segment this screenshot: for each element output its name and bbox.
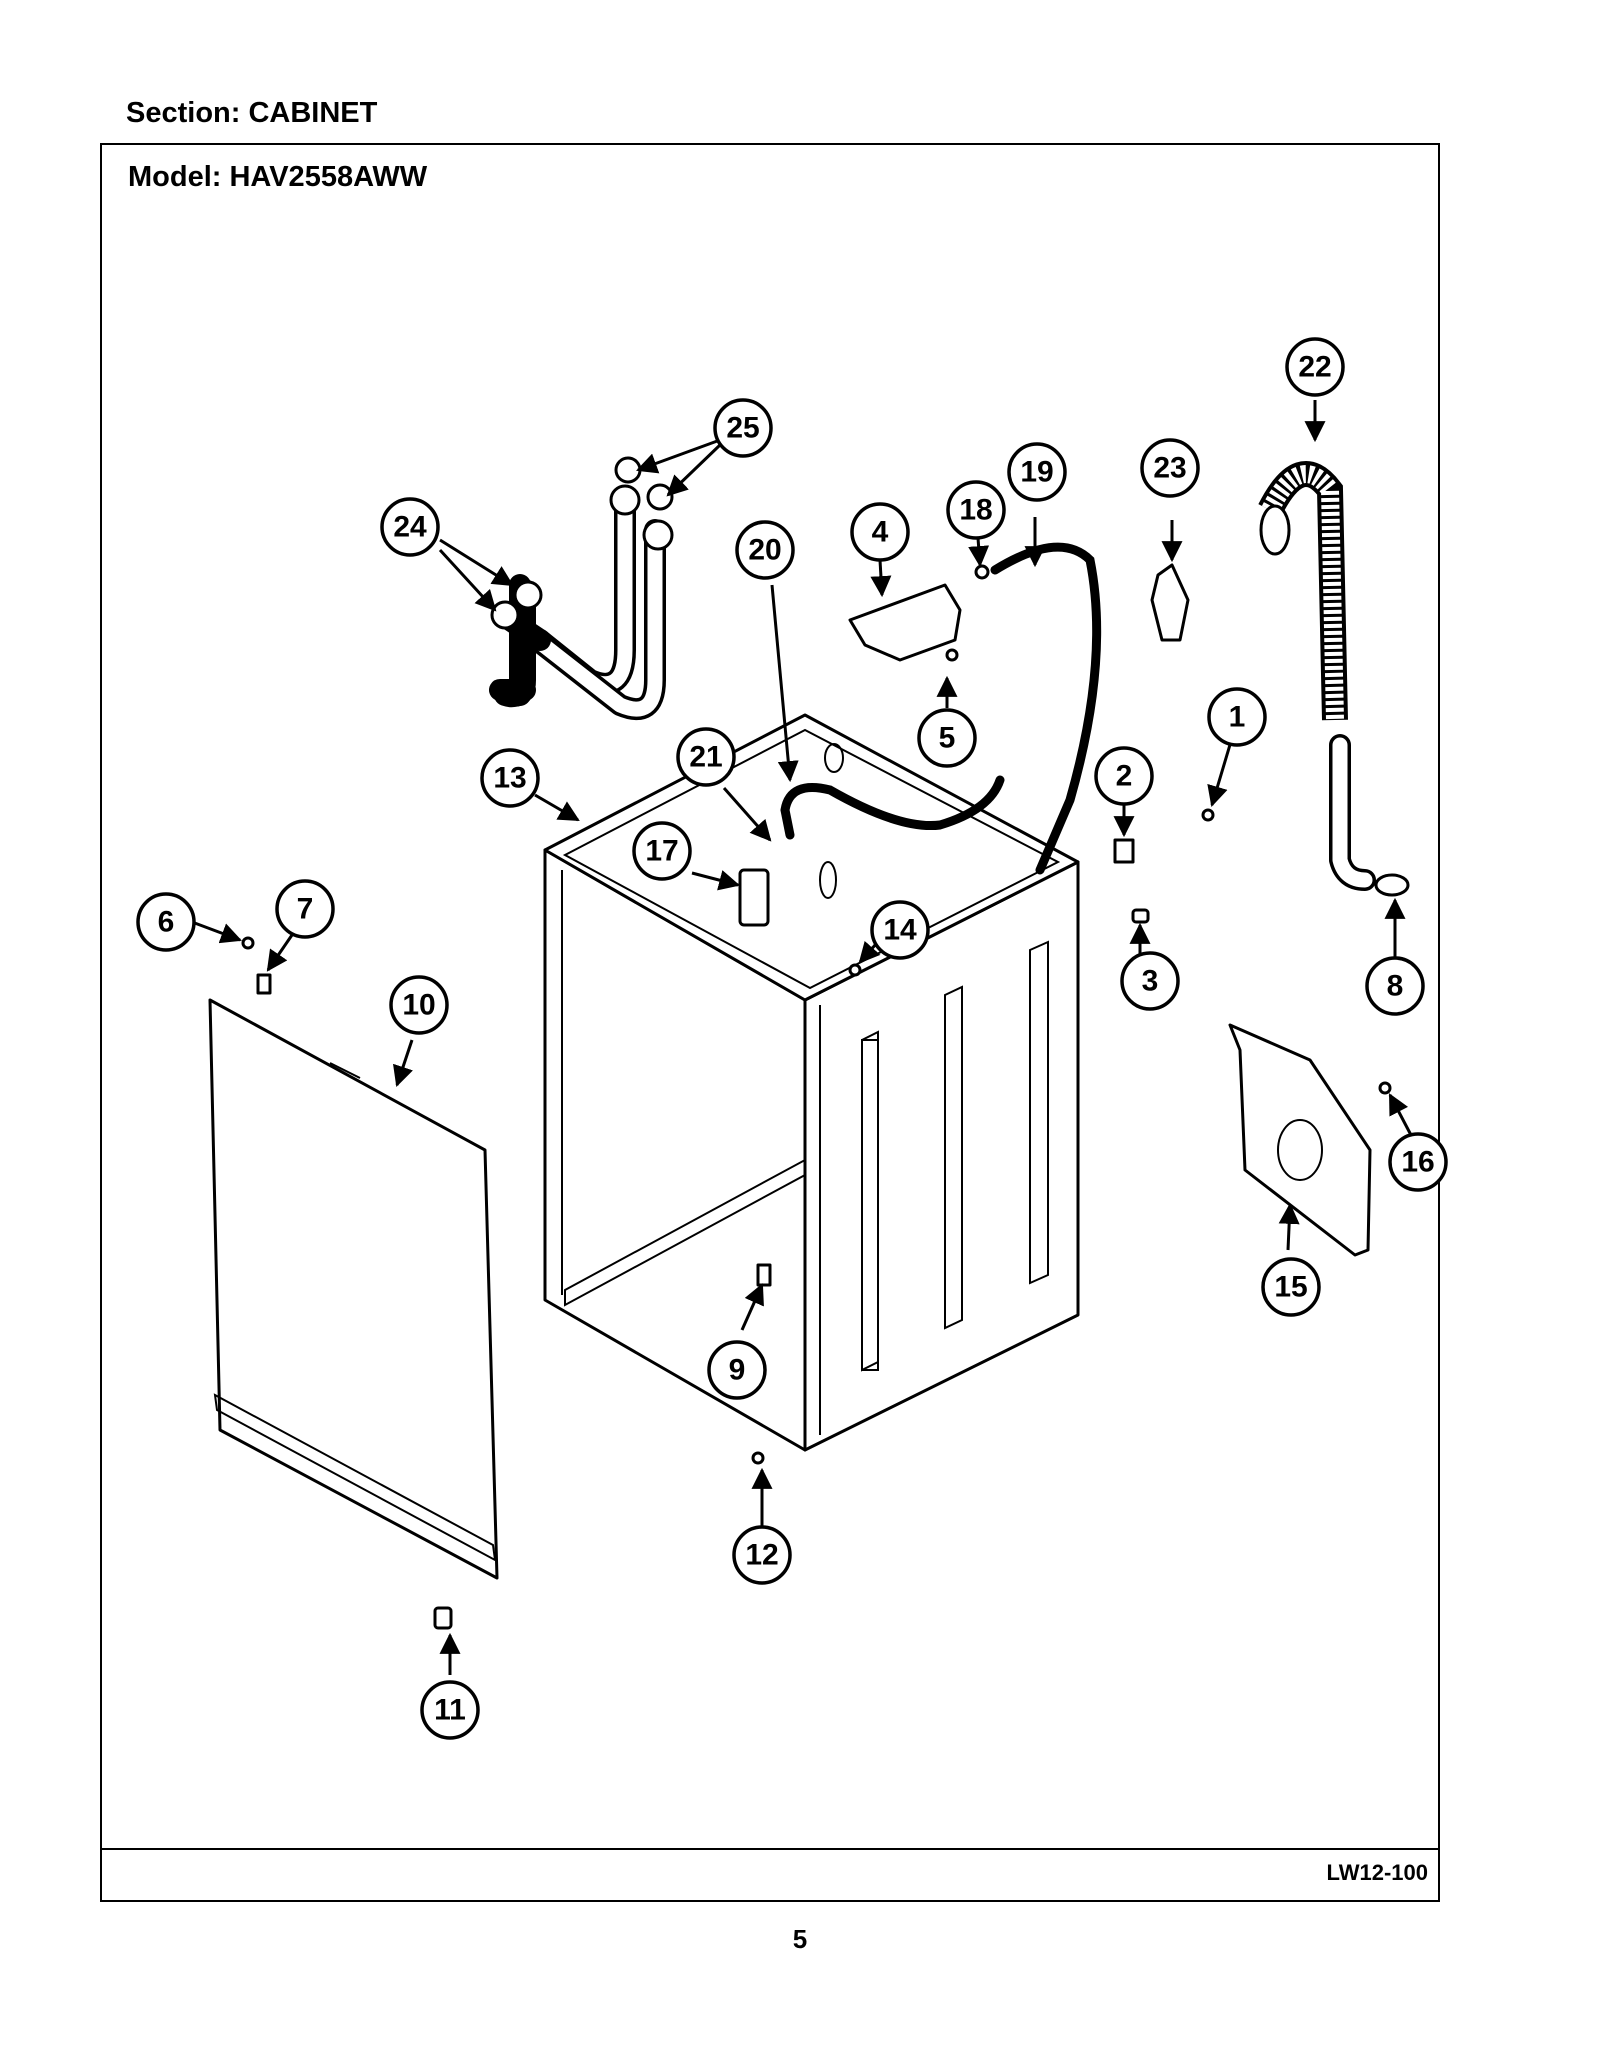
callout-6: 6 [136, 892, 196, 952]
callout-11: 11 [420, 1680, 480, 1740]
callout-5: 5 [917, 708, 977, 768]
svg-text:4: 4 [872, 516, 889, 549]
callout-8: 8 [1365, 956, 1425, 1016]
svg-text:17: 17 [645, 835, 678, 868]
model-title: Model: HAV2558AWW [128, 161, 428, 193]
svg-text:2: 2 [1116, 760, 1133, 793]
fill-hoses [489, 456, 674, 720]
svg-text:12: 12 [745, 1539, 778, 1572]
svg-text:24: 24 [393, 511, 427, 544]
svg-text:11: 11 [434, 1694, 466, 1727]
footer-divider [102, 1848, 1438, 1850]
leader-arrows [191, 400, 1414, 1675]
callout-3: 3 [1120, 951, 1180, 1011]
svg-text:18: 18 [959, 494, 992, 527]
drain-hose [1258, 461, 1410, 897]
callout-16: 16 [1388, 1132, 1448, 1192]
svg-text:7: 7 [297, 893, 314, 926]
hose-19 [990, 542, 1102, 875]
svg-text:14: 14 [883, 914, 917, 947]
small-parts [241, 563, 1392, 1630]
callout-20: 20 [735, 520, 795, 580]
section-title: Section: CABINET [126, 97, 378, 129]
callout-15: 15 [1261, 1257, 1321, 1317]
svg-text:8: 8 [1387, 970, 1404, 1003]
access-cover-15 [1228, 1023, 1372, 1257]
front-panel [208, 998, 499, 1580]
svg-text:6: 6 [158, 906, 175, 939]
svg-text:9: 9 [729, 1354, 746, 1387]
svg-text:21: 21 [689, 741, 722, 774]
callout-25: 25 [713, 398, 773, 458]
svg-text:1: 1 [1229, 701, 1246, 734]
svg-text:22: 22 [1298, 351, 1331, 384]
callout-21: 21 [676, 727, 736, 787]
callout-7: 7 [275, 879, 335, 939]
callout-22: 22 [1285, 337, 1345, 397]
callout-4: 4 [850, 502, 910, 562]
callout-17: 17 [632, 821, 692, 881]
callout-19: 19 [1007, 442, 1067, 502]
svg-text:23: 23 [1153, 452, 1186, 485]
diagram-code: LW12-100 [1326, 1860, 1429, 1885]
callout-14: 14 [870, 900, 930, 960]
callout-2: 2 [1094, 746, 1154, 806]
svg-text:15: 15 [1274, 1271, 1307, 1304]
hose-20 [780, 775, 1005, 840]
callout-13: 13 [480, 748, 540, 808]
svg-text:10: 10 [402, 989, 435, 1022]
svg-text:16: 16 [1401, 1146, 1434, 1179]
svg-text:5: 5 [939, 722, 956, 755]
svg-text:20: 20 [748, 534, 781, 567]
callout-24: 24 [380, 497, 440, 557]
svg-text:19: 19 [1020, 456, 1053, 489]
callout-12: 12 [732, 1525, 792, 1585]
cabinet-body [543, 713, 1080, 1452]
svg-text:25: 25 [726, 412, 759, 445]
callout-10: 10 [389, 975, 449, 1035]
bracket-4 [848, 583, 962, 662]
page-number: 5 [792, 1924, 808, 1954]
svg-text:3: 3 [1142, 965, 1159, 998]
callout-9: 9 [707, 1340, 767, 1400]
callout-23: 23 [1140, 438, 1200, 498]
svg-text:13: 13 [493, 762, 526, 795]
diagram-frame: Model: HAV2558AWW LW12-100 [100, 143, 1440, 1902]
callout-18: 18 [946, 480, 1006, 540]
callout-1: 1 [1207, 687, 1267, 747]
